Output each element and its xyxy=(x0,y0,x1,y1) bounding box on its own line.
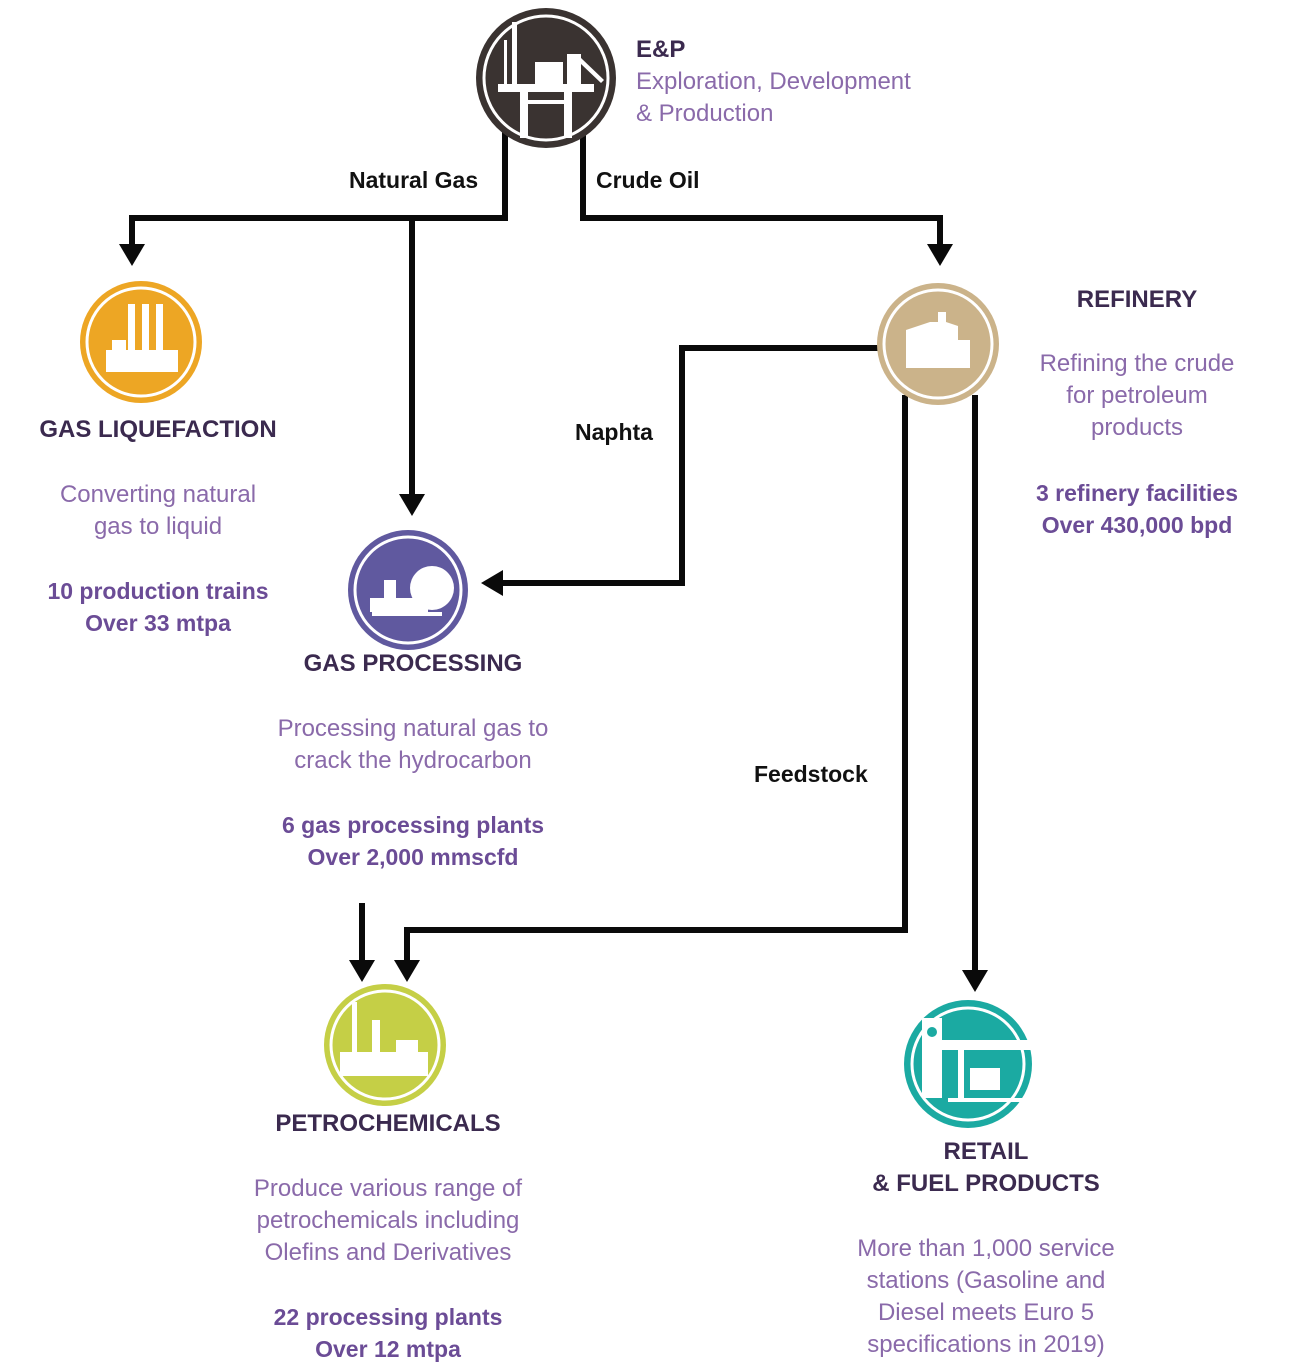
flow-label-natural-gas: Natural Gas xyxy=(349,167,479,193)
lng-plant-icon xyxy=(106,304,178,372)
petrochemicals-stat-line-1: 22 processing plants xyxy=(273,1304,503,1330)
arrowhead-feedstock xyxy=(394,960,420,982)
refinery-node xyxy=(877,283,999,405)
petrochemicals-title: PETROCHEMICALS xyxy=(275,1110,501,1137)
petrochemicals-stat-line-2: Over 12 mtpa xyxy=(315,1336,461,1362)
petrochemicals-node xyxy=(324,984,446,1106)
arrowhead-naphta xyxy=(481,570,503,596)
flow-label-naphta: Naphta xyxy=(575,419,653,445)
arrowhead-refinery xyxy=(927,244,953,266)
refinery-icon xyxy=(906,312,970,368)
gas-liquefaction-desc-line-1: Converting natural xyxy=(59,481,257,508)
retail-title-line-2: & FUEL PRODUCTS xyxy=(872,1170,1100,1197)
refinery-title: REFINERY xyxy=(1076,286,1198,313)
chemical-plant-icon xyxy=(340,1002,428,1076)
gas-liquefaction-stats: 10 production trains Over 33 mtpa xyxy=(8,575,308,639)
retail-title-line-1: RETAIL xyxy=(943,1138,1029,1165)
arrowhead-gas-liquefaction xyxy=(119,244,145,266)
gas-processing-desc-line-2: crack the hydrocarbon xyxy=(294,747,532,774)
petrochemicals-desc-line-2: petrochemicals including xyxy=(256,1207,520,1234)
ep-subtitle: Exploration, Development & Production xyxy=(636,66,911,130)
arrow-feedstock xyxy=(404,395,908,960)
gas-liquefaction-desc-line-2: gas to liquid xyxy=(93,513,223,540)
petrochemicals-stats: 22 processing plants Over 12 mtpa xyxy=(208,1301,568,1365)
gas-liquefaction-stat-line-1: 10 production trains xyxy=(47,578,269,604)
gas-processing-stat-line-2: Over 2,000 mmscfd xyxy=(307,844,519,870)
retail-title: RETAIL & FUEL PRODUCTS xyxy=(816,1136,1156,1200)
retail-desc-line-4: specifications in 2019) xyxy=(867,1331,1105,1358)
ep-title: E&P xyxy=(636,36,686,63)
gas-liquefaction-stat-line-2: Over 33 mtpa xyxy=(85,610,231,636)
gas-liquefaction-title: GAS LIQUEFACTION xyxy=(39,416,277,443)
retail-desc-line-2: stations (Gasoline and xyxy=(866,1267,1106,1294)
refinery-desc-line-1: Refining the crude xyxy=(1039,350,1235,377)
gas-processing-title: GAS PROCESSING xyxy=(303,650,523,677)
arrowhead-gas-processing xyxy=(399,494,425,516)
gas-processing-desc-line-1: Processing natural gas to xyxy=(277,715,549,742)
arrow-to-gas-liquefaction xyxy=(129,120,508,245)
petrochemicals-desc: Produce various range of petrochemicals … xyxy=(208,1173,568,1269)
arrowhead-retail xyxy=(962,970,988,992)
flow-label-feedstock: Feedstock xyxy=(754,761,868,787)
gas-liquefaction-desc: Converting natural gas to liquid xyxy=(8,479,308,543)
retail-desc-line-1: More than 1,000 service xyxy=(857,1235,1115,1262)
gas-processing-node xyxy=(348,530,468,650)
gas-tank-icon xyxy=(370,566,454,616)
fuel-station-icon xyxy=(922,1018,1034,1102)
offshore-platform-icon xyxy=(498,22,604,138)
petrochemicals-desc-line-1: Produce various range of xyxy=(253,1175,523,1202)
petrochemicals-desc-line-3: Olefins and Derivatives xyxy=(264,1239,512,1266)
retail-desc-line-3: Diesel meets Euro 5 xyxy=(877,1299,1095,1326)
gas-liquefaction-node xyxy=(80,281,202,403)
arrow-to-refinery xyxy=(580,120,943,245)
retail-desc: More than 1,000 service stations (Gasoli… xyxy=(816,1233,1156,1361)
refinery-desc: Refining the crude for petroleum product… xyxy=(1007,348,1267,444)
flow-label-crude-oil: Crude Oil xyxy=(596,167,700,193)
retail-node xyxy=(904,1000,1034,1128)
ep-subtitle-line-1: Exploration, Development xyxy=(636,68,911,95)
gas-processing-stat-line-1: 6 gas processing plants xyxy=(281,812,545,838)
refinery-desc-line-3: products xyxy=(1090,414,1184,441)
refinery-stat-line-2: Over 430,000 bpd xyxy=(1041,512,1233,538)
refinery-stat-line-1: 3 refinery facilities xyxy=(1036,480,1238,506)
arrowhead-gas-to-petrochemicals xyxy=(349,960,375,982)
ep-subtitle-line-2: & Production xyxy=(636,100,774,127)
gas-processing-stats: 6 gas processing plants Over 2,000 mmscf… xyxy=(233,809,593,873)
gas-processing-desc: Processing natural gas to crack the hydr… xyxy=(233,713,593,777)
refinery-stats: 3 refinery facilities Over 430,000 bpd xyxy=(1007,477,1267,541)
arrow-naphta xyxy=(500,345,878,586)
refinery-desc-line-2: for petroleum xyxy=(1066,382,1208,409)
ep-node xyxy=(476,8,616,148)
